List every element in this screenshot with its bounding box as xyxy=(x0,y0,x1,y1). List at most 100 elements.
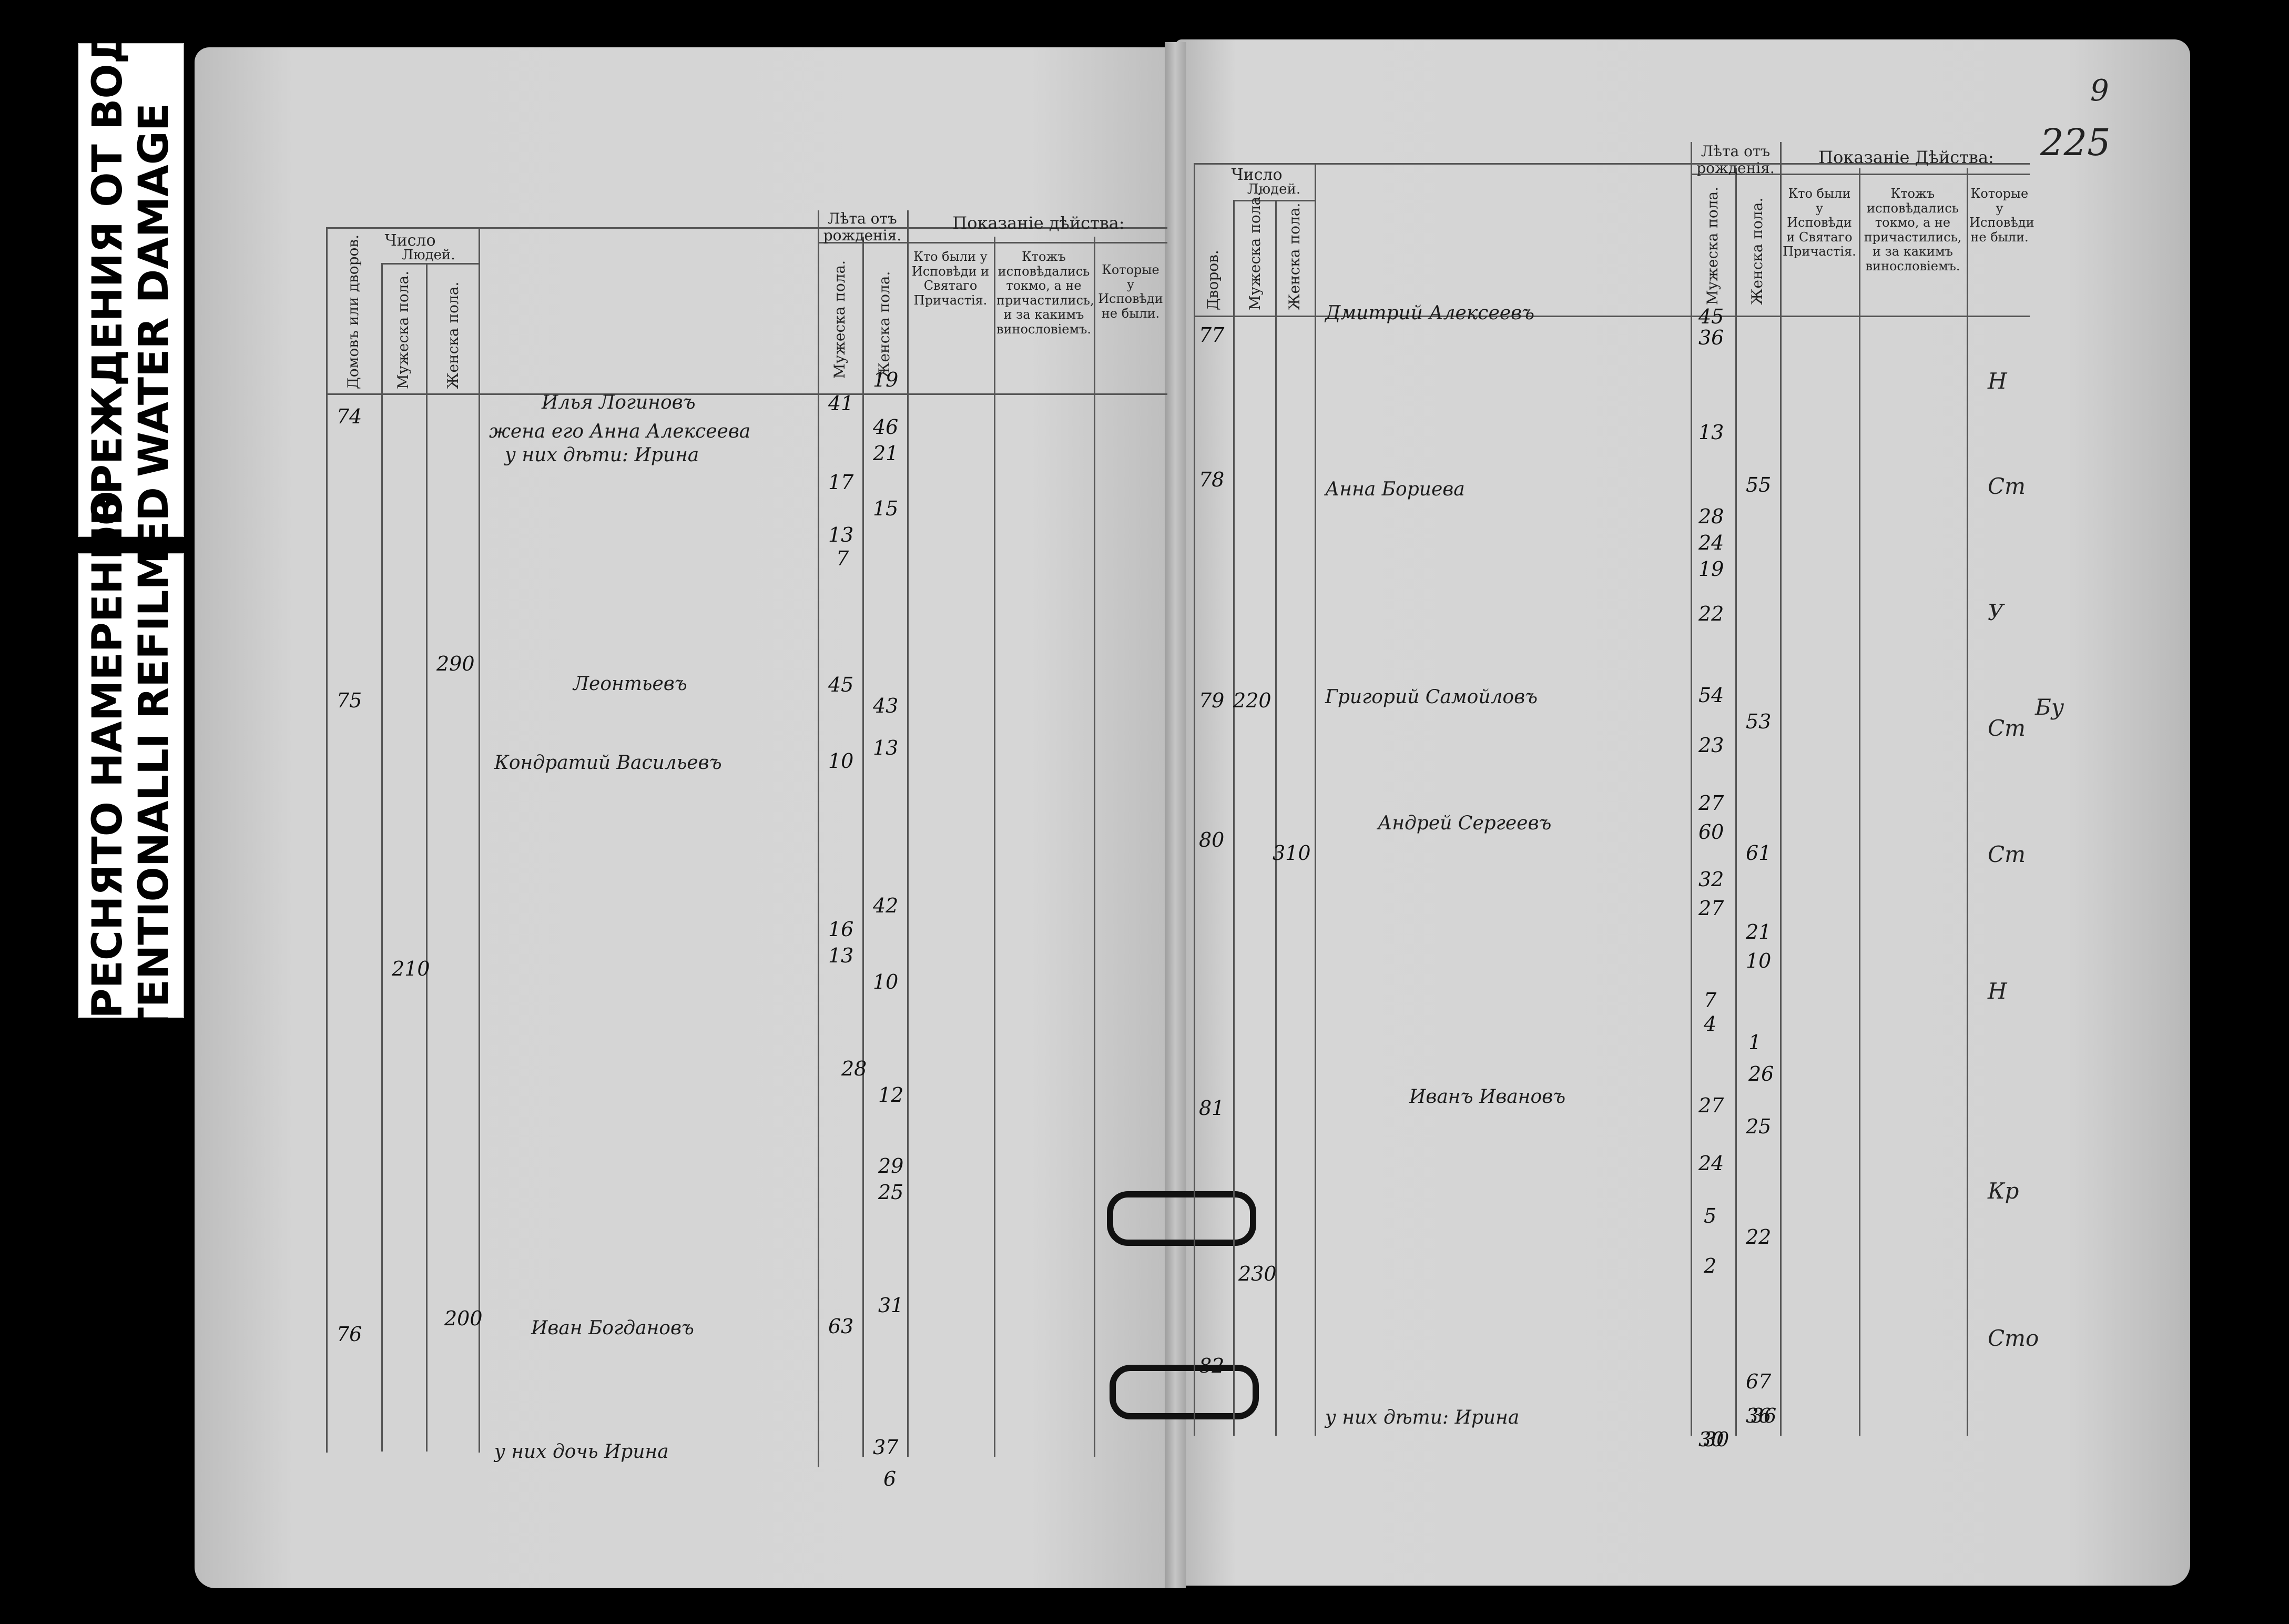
table-row: 13 xyxy=(873,736,899,759)
list-item: 27 xyxy=(1698,897,1724,920)
left-header-lyudey: Людей. xyxy=(402,247,455,263)
right-header-domov: Дворов. xyxy=(1204,250,1222,310)
corner-number: 9 xyxy=(2090,74,2109,108)
table-row: 36 xyxy=(1698,326,1724,349)
table-row: 80 xyxy=(1199,828,1225,851)
right-header-ktozh: Ктожъ исповѣдались токмо, а не причастил… xyxy=(1864,186,1962,273)
list-item: Ст xyxy=(1988,841,2026,867)
list-item: 42 xyxy=(873,894,899,917)
list-item: 6 xyxy=(883,1467,897,1490)
list-item: 220 xyxy=(1233,689,1271,712)
list-item: 19 xyxy=(1698,557,1724,581)
water-damage-en: WATER DAMAGE xyxy=(130,103,178,477)
table-row: Дмитрий Алексеевъ xyxy=(1325,302,1535,324)
table-row: 45 xyxy=(1698,305,1724,328)
binding-ring-bottom xyxy=(1110,1365,1259,1419)
list-item: 13 xyxy=(828,944,854,967)
list-item: Н xyxy=(1988,368,2007,394)
list-item: 4 xyxy=(1704,1012,1717,1036)
list-item: 1 xyxy=(1748,1031,1762,1054)
list-item: 43 xyxy=(873,694,899,717)
right-header-kto-byli: Кто были у Исповѣди и Святаго Причастія. xyxy=(1783,186,1856,259)
list-item: 12 xyxy=(878,1083,904,1107)
list-item: 210 xyxy=(392,957,430,980)
list-item: У xyxy=(1988,600,2004,625)
table-row: 30 xyxy=(1698,1428,1724,1451)
right-header-leta-muzh: Мужеска пола. xyxy=(1704,186,1721,305)
list-item: 10 xyxy=(1746,949,1772,972)
book-gutter xyxy=(1165,42,1186,1588)
left-header-zhen: Женска пола. xyxy=(444,281,462,389)
binding-ring-top xyxy=(1107,1191,1256,1246)
list-item: 22 xyxy=(1698,602,1724,625)
list-item: 13 xyxy=(1698,421,1724,444)
table-row: 36 xyxy=(1746,1404,1772,1427)
list-item: Кр xyxy=(1988,1178,2019,1204)
table-row: 81 xyxy=(1199,1097,1225,1120)
table-row: у них дѣти: Ирина xyxy=(1325,1407,1520,1428)
list-item: 15 xyxy=(873,497,899,520)
left-header-muzh: Мужеска пола. xyxy=(394,270,412,389)
table-row: Григорий Самойловъ xyxy=(1325,686,1538,708)
list-item: 36 xyxy=(1751,1404,1777,1427)
list-item: 2 xyxy=(1704,1254,1717,1277)
table-row: 10 xyxy=(828,749,854,773)
right-page xyxy=(1175,39,2190,1586)
table-row: 63 xyxy=(828,1315,854,1338)
right-header-muzh: Мужеска пола. xyxy=(1246,191,1264,310)
table-row: Анна Бориева xyxy=(1325,479,1465,500)
table-row: 78 xyxy=(1199,468,1225,491)
list-item: 7 xyxy=(836,547,849,570)
table-row: 45 xyxy=(828,673,854,696)
table-row: Илья Логиновъ xyxy=(542,392,696,413)
refilmed-en: INTENTIONALLI REFILMED xyxy=(130,486,178,1085)
table-row: 54 xyxy=(1698,684,1724,707)
list-item: 25 xyxy=(878,1181,904,1204)
right-header-leta-zhen: Женска пола. xyxy=(1748,197,1766,305)
left-header-pokazanie: Показаніе дѣйства: xyxy=(952,213,1125,233)
list-item: 21 xyxy=(1746,920,1772,943)
table-row: жена его Анна Алексеева xyxy=(489,421,751,442)
table-row: 74 xyxy=(337,405,362,428)
table-row: у них дочь Ирина xyxy=(494,1441,669,1463)
refilmed-ru: ПЕРЕСНЯТО НАМЕРЕННО xyxy=(84,490,131,1081)
list-item: 30 xyxy=(1704,1428,1730,1451)
list-item: 28 xyxy=(1698,505,1724,528)
table-row: 37 xyxy=(873,1436,899,1459)
table-row: 21 xyxy=(873,442,899,465)
table-row: 77 xyxy=(1199,323,1225,347)
water-damage-label: ПОВРЕЖДЕНИЯ ОТ ВОДЫ WATER DAMAGE xyxy=(78,0,184,595)
list-item: Сто xyxy=(1988,1325,2039,1351)
table-row: Кондратий Васильевъ xyxy=(494,752,722,774)
right-header-zhen: Женска пола. xyxy=(1286,202,1303,310)
list-item: 24 xyxy=(1698,1152,1724,1175)
page-number: 225 xyxy=(2040,121,2111,164)
table-row: 46 xyxy=(873,415,899,439)
right-header-chislo: Число xyxy=(1231,166,1283,184)
table-row: Иван Богдановъ xyxy=(531,1317,694,1339)
list-item: 23 xyxy=(1698,734,1724,757)
list-item: 22 xyxy=(1746,1225,1772,1249)
list-item: 27 xyxy=(1698,791,1724,815)
table-row: 53 xyxy=(1746,710,1772,733)
list-item: Ст xyxy=(1988,473,2026,499)
table-row: 60 xyxy=(1698,820,1724,844)
list-item: 7 xyxy=(1704,989,1717,1012)
table-row: 75 xyxy=(337,689,362,712)
table-row: 82 xyxy=(1199,1354,1225,1377)
list-item: 26 xyxy=(1748,1062,1774,1085)
list-item: 29 xyxy=(878,1154,904,1178)
list-item: 16 xyxy=(828,918,854,941)
table-row: 61 xyxy=(1746,841,1772,865)
table-row: 27 xyxy=(1698,1094,1724,1117)
left-header-leta-muzh: Мужеска пола. xyxy=(831,260,848,379)
table-row: 41 xyxy=(828,392,854,415)
list-item: 10 xyxy=(873,970,899,993)
list-item: 200 xyxy=(444,1307,483,1330)
list-item: 17 xyxy=(828,471,854,494)
right-header-leta: Лѣта отъ рожденія. xyxy=(1696,143,1775,177)
list-item: 5 xyxy=(1704,1204,1717,1227)
list-item: Ст xyxy=(1988,715,2026,741)
right-header-lyudey: Людей. xyxy=(1247,181,1301,197)
list-item: 290 xyxy=(436,652,475,675)
